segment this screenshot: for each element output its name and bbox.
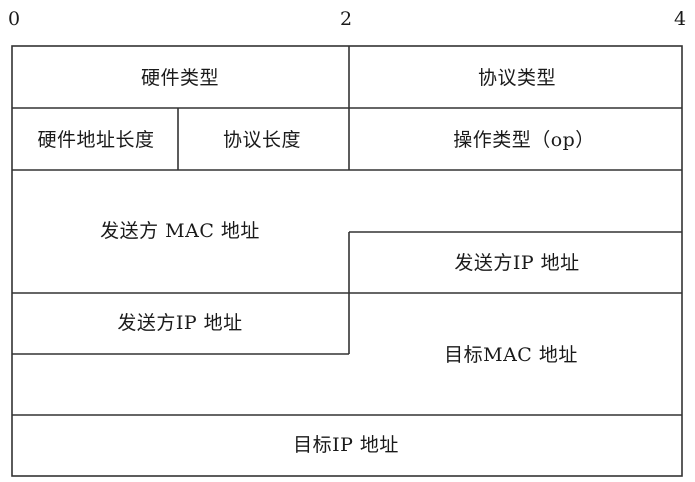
hardware-addr-len-label: 硬件地址长度 [37, 129, 155, 151]
sender-ip-part1-label: 发送方IP 地址 [117, 312, 243, 334]
sender-mac-label: 发送方 MAC 地址 [100, 220, 260, 242]
op-type-label: 操作类型（op） [453, 129, 595, 151]
protocol-type-label: 协议类型 [477, 67, 557, 89]
target-mac-label: 目标MAC 地址 [444, 344, 578, 366]
byte-offset-2: 2 [340, 8, 353, 30]
protocol-len-label: 协议长度 [222, 129, 302, 151]
target-ip-label: 目标IP 地址 [293, 434, 399, 456]
frame-border [11, 45, 683, 477]
byte-offset-4: 4 [674, 8, 687, 30]
byte-offset-0: 0 [8, 8, 21, 30]
sender-ip-part2-label: 发送方IP 地址 [454, 252, 580, 274]
hardware-type-label: 硬件类型 [140, 67, 220, 89]
